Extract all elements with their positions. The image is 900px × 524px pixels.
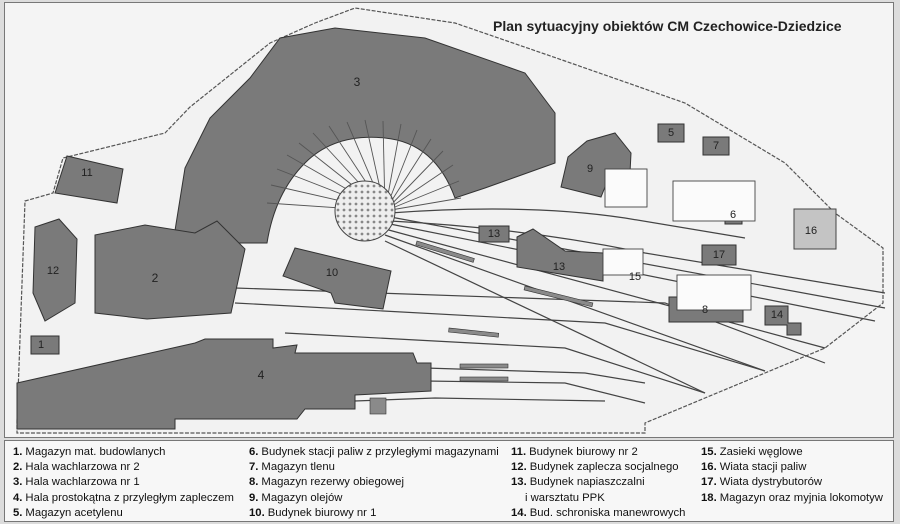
- building-4: [16, 338, 432, 430]
- site-plan: Plan sytuacyjny obiektów CM Czechowice-D…: [4, 2, 894, 438]
- building-7: [702, 136, 730, 156]
- legend-item-6: 6.Budynek stacji paliw z przyległymi mag…: [249, 446, 499, 458]
- legend-item-8: 8.Magazyn rezerwy obiegowej: [249, 476, 404, 489]
- railway-tracks: [234, 208, 886, 404]
- legend-column-1: 1.Magazyn mat. budowlanych 2.Hala wachla…: [13, 445, 234, 521]
- site-plan-drawing: [16, 7, 886, 434]
- label-building-1: 1: [37, 339, 45, 351]
- building-13-small: [478, 225, 510, 243]
- legend-item-10: 10.Budynek biurowy nr 1: [249, 506, 377, 519]
- legend-item-11: 11.Budynek biurowy nr 2: [511, 446, 638, 458]
- legend-item-16: 16.Wiata stacji paliw: [701, 461, 807, 474]
- legend-item-12: 12.Budynek zaplecza socjalnego: [511, 461, 679, 474]
- label-building-5: 5: [667, 127, 675, 139]
- label-building-14: 14: [770, 309, 784, 321]
- label-building-11: 11: [81, 167, 93, 179]
- track-platforms: [369, 240, 594, 415]
- open-structures: [602, 168, 756, 311]
- label-building-12: 12: [46, 265, 60, 277]
- legend: 1.Magazyn mat. budowlanych 2.Hala wachla…: [4, 440, 894, 522]
- legend-item-14: 14.Bud. schroniska manewrowych: [511, 506, 686, 519]
- label-building-8: 8: [701, 304, 709, 316]
- turntable: [334, 180, 396, 242]
- legend-item-4: 4.Hala prostokątna z przyległym zaplecze…: [13, 491, 234, 504]
- legend-item-3: 3.Hala wachlarzowa nr 1: [13, 476, 140, 489]
- legend-item-2: 2.Hala wachlarzowa nr 2: [13, 461, 140, 474]
- buildings: [16, 123, 802, 430]
- legend-item-9: 9.Magazyn olejów: [249, 491, 343, 504]
- label-building-16: 16: [804, 225, 818, 237]
- label-building-7: 7: [712, 140, 720, 152]
- label-building-10: 10: [325, 267, 339, 279]
- label-building-13: 13: [552, 261, 566, 273]
- building-2: [94, 220, 246, 320]
- legend-item-17: 17.Wiata dystrybutorów: [701, 476, 823, 489]
- building-17: [701, 244, 737, 266]
- building-1: [30, 335, 60, 355]
- label-building-4: 4: [257, 368, 265, 382]
- building-14: [764, 305, 802, 336]
- legend-item-1: 1.Magazyn mat. budowlanych: [13, 446, 166, 458]
- legend-item-13: 13.Budynek napiaszczalni: [511, 476, 645, 489]
- legend-column-4: 15.Zasieki węglowe 16.Wiata stacji paliw…: [701, 445, 883, 506]
- legend-column-2: 6.Budynek stacji paliw z przyległymi mag…: [249, 445, 499, 521]
- label-building-6: 6: [729, 209, 737, 221]
- label-building-2: 2: [151, 271, 159, 285]
- building-5: [657, 123, 685, 143]
- label-building-17: 17: [712, 249, 726, 261]
- legend-item-7: 7.Magazyn tlenu: [249, 461, 335, 474]
- label-building-13-small: 13: [487, 228, 501, 240]
- building-3: [172, 27, 556, 244]
- label-building-15: 15: [628, 271, 642, 283]
- map-title: Plan sytuacyjny obiektów CM Czechowice-D…: [493, 18, 842, 34]
- legend-item-18: 18.Magazyn oraz myjnia lokomotyw: [701, 491, 883, 504]
- label-building-9: 9: [586, 163, 594, 175]
- legend-item-15: 15.Zasieki węglowe: [701, 446, 803, 458]
- legend-item-5: 5.Magazyn acetylenu: [13, 506, 123, 519]
- building-12: [32, 218, 78, 322]
- legend-item-13-continued: i warsztatu PPK: [525, 491, 605, 504]
- legend-column-3: 11.Budynek biurowy nr 2 12.Budynek zaple…: [511, 445, 685, 521]
- building-16: [793, 208, 837, 250]
- building-11: [54, 155, 124, 204]
- label-building-3: 3: [353, 75, 361, 89]
- building-10: [282, 247, 392, 310]
